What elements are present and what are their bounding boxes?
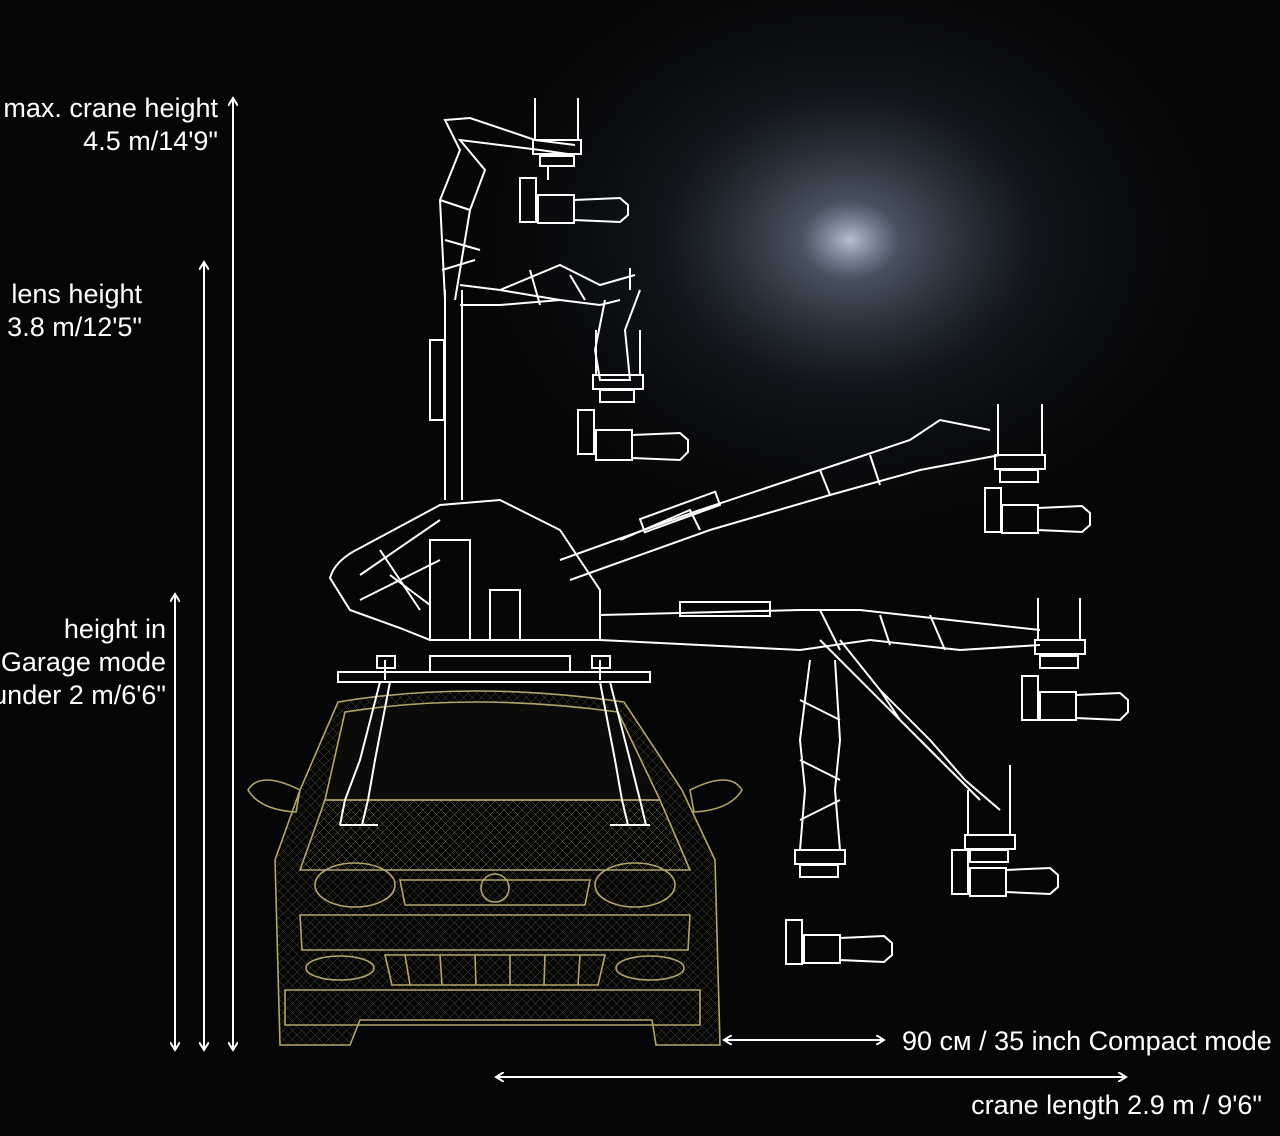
car-wireframe [247, 690, 743, 1046]
label-garage-mode: height in Garage mode under 2 m/6'6" [0, 614, 166, 710]
crane-arm-lowered [785, 639, 1059, 965]
label-lens-height: lens height 3.8 m/12'5" [7, 279, 142, 342]
dimension-arrows [175, 98, 1126, 1077]
crane-arm-top [438, 98, 629, 301]
max-crane-height-line2: 4.5 m/14'9" [83, 126, 218, 156]
lens-height-line2: 3.8 m/12'5" [7, 312, 142, 342]
crane-base [328, 290, 651, 826]
garage-mode-line3: under 2 m/6'6" [0, 680, 166, 710]
background-glow [430, 0, 1270, 570]
label-crane-length: crane length 2.9 m / 9'6" [971, 1090, 1262, 1120]
crane-arm-mid [459, 263, 689, 462]
garage-mode-line1: height in [64, 614, 166, 644]
garage-mode-line2: Garage mode [1, 647, 166, 677]
max-crane-height-line1: max. crane height [3, 93, 218, 123]
label-compact-mode: 90 см / 35 inch Compact mode [902, 1026, 1272, 1056]
crane-arm-horizontal [599, 598, 1129, 722]
lens-height-line1: lens height [11, 279, 142, 309]
crane-arm-diagonal [559, 404, 1091, 581]
label-max-crane-height: max. crane height 4.5 m/14'9" [3, 93, 218, 156]
crane-arm-positions [438, 98, 1129, 965]
